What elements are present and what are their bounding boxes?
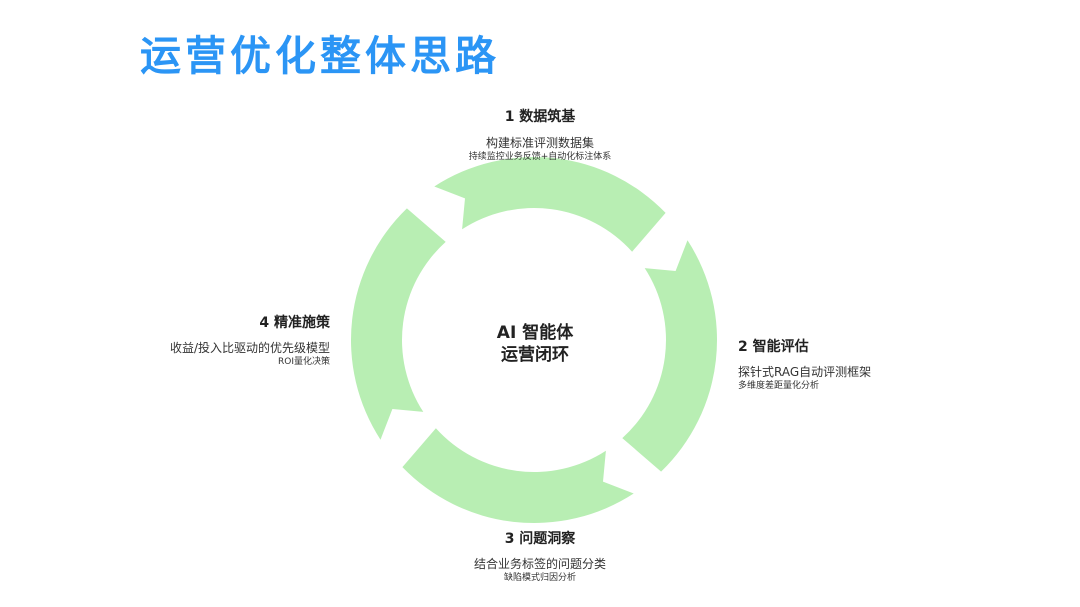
cycle-ring xyxy=(350,156,718,524)
center-label-line-2: 运营闭环 xyxy=(501,345,569,365)
step-1-heading: 1 数据筑基 xyxy=(504,109,576,125)
step-2-heading: 2 智能评估 xyxy=(738,339,809,355)
step-2-subtext: 多维度差距量化分析 xyxy=(738,381,820,391)
cycle-center-label: AI 智能体 运营闭环 xyxy=(460,322,610,366)
step-3-problem-insight: 3 问题洞察 结合业务标签的问题分类 缺陷模式归因分析 xyxy=(430,530,650,585)
step-1-subtext: 持续监控业务反馈+自动化标注体系 xyxy=(468,152,612,162)
step-4-subtext: ROI量化决策 xyxy=(278,357,330,367)
step-3-subtext: 缺陷模式归因分析 xyxy=(503,573,576,583)
step-2-smart-evaluation: 2 智能评估 探针式RAG自动评测框架 多维度差距量化分析 xyxy=(738,338,871,393)
step-3-description: 结合业务标签的问题分类 xyxy=(473,557,606,571)
page-title: 运营优化整体思路 xyxy=(140,32,500,80)
step-1-description: 构建标准评测数据集 xyxy=(485,136,594,150)
step-4-precise-action: 4 精准施策 收益/投入比驱动的优先级模型 ROI量化决策 xyxy=(110,314,330,369)
cycle-arrow-1-to-2 xyxy=(434,156,666,252)
step-4-heading: 4 精准施策 xyxy=(259,315,330,331)
cycle-arrow-2-to-3 xyxy=(622,240,718,472)
step-3-heading: 3 问题洞察 xyxy=(504,531,576,547)
cycle-arrow-4-to-1 xyxy=(350,208,446,440)
step-4-description: 收益/投入比驱动的优先级模型 xyxy=(169,341,330,355)
center-label-line-1: AI 智能体 xyxy=(496,323,574,343)
cycle-arrow-3-to-4 xyxy=(402,428,634,524)
step-2-description: 探针式RAG自动评测框架 xyxy=(738,365,872,379)
step-1-data-foundation: 1 数据筑基 构建标准评测数据集 持续监控业务反馈+自动化标注体系 xyxy=(440,108,640,164)
